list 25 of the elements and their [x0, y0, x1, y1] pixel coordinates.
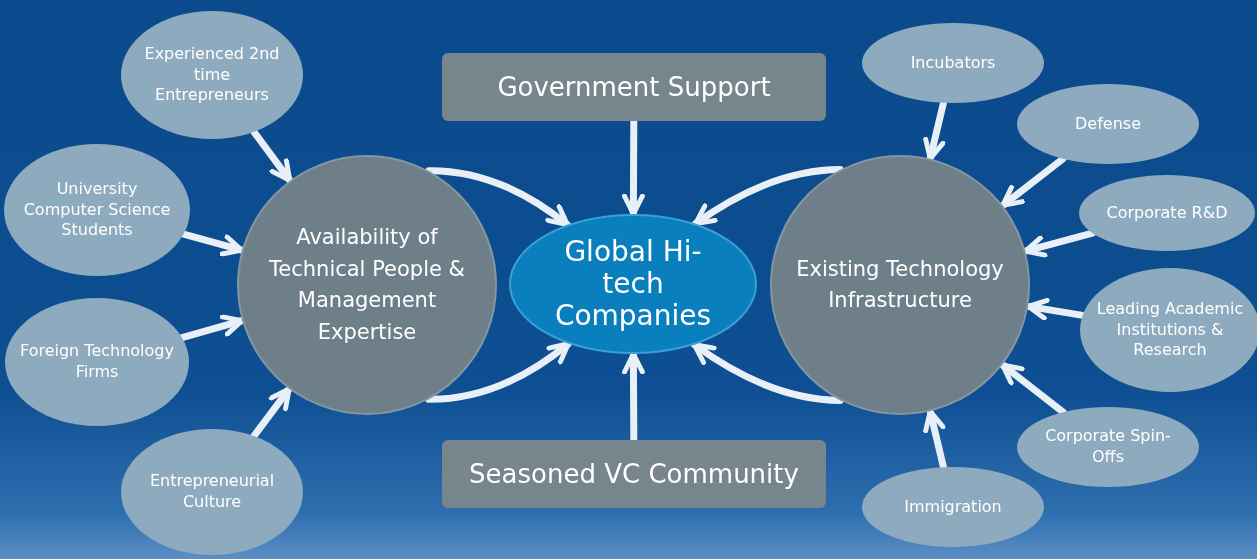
support-box [442, 440, 826, 508]
arrow [999, 361, 1067, 416]
node-label: Immigration [904, 496, 1002, 518]
node-label: Availability of Technical People & Management Expertise [268, 224, 466, 346]
node-label: Global Hi-tech Companies [553, 235, 713, 333]
arrow [250, 128, 294, 184]
arrow [999, 155, 1067, 209]
node-label: Government Support [497, 72, 771, 102]
arrow [692, 166, 844, 228]
support-box [442, 53, 826, 121]
node-label: University Computer Science Students [22, 178, 172, 242]
node-label: Experienced 2nd time Entrepreneurs [143, 43, 281, 107]
arrow [691, 341, 844, 404]
arrow [425, 167, 571, 229]
node-label: Existing Technology Infrastructure [795, 255, 1005, 314]
node-label: Seasoned VC Community [469, 459, 799, 489]
arrow [425, 340, 572, 403]
node-label: Leading Academic Institutions & Research [1095, 298, 1245, 362]
node-label: Defense [1075, 113, 1141, 135]
arrow [250, 385, 293, 440]
node-label: Corporate R&D [1106, 202, 1228, 224]
node-label: Foreign Technology Firms [19, 341, 175, 383]
node-label: Entrepreneurial Culture [148, 471, 276, 513]
node-label: Corporate Spin-Offs [1044, 426, 1172, 468]
node-label: Incubators [910, 52, 996, 74]
